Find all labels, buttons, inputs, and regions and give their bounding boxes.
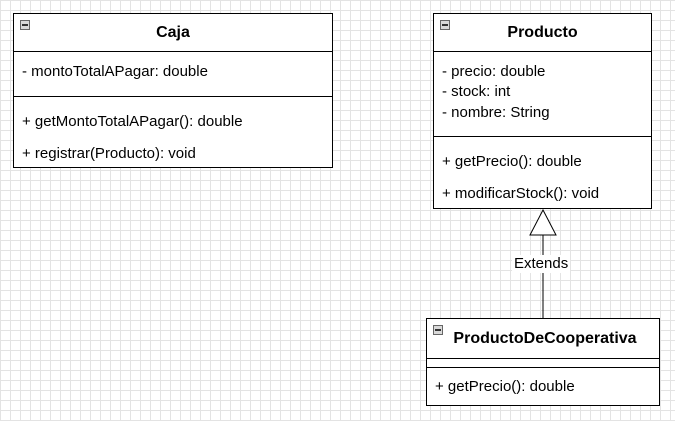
class-producto-methods: + getPrecio(): double + modificarStock()… bbox=[434, 136, 651, 208]
attribute-stock[interactable]: - stock: int bbox=[442, 83, 511, 100]
class-producto-name: Producto bbox=[507, 23, 578, 41]
collapse-icon[interactable] bbox=[440, 20, 450, 30]
class-producto[interactable]: Producto - precio: double - stock: int -… bbox=[433, 13, 652, 209]
class-producto-de-cooperativa-header[interactable]: ProductoDeCooperativa bbox=[427, 319, 659, 359]
class-caja-methods: + getMontoTotalAPagar(): double + regist… bbox=[14, 96, 332, 166]
class-producto-de-cooperativa-attributes bbox=[427, 359, 659, 367]
method-modificar-stock[interactable]: + modificarStock(): void bbox=[442, 185, 600, 202]
class-producto-attributes: - precio: double - stock: int - nombre: … bbox=[434, 52, 651, 136]
class-caja[interactable]: Caja - montoTotalAPagar: double + getMon… bbox=[13, 13, 333, 168]
method-get-monto-total-a-pagar[interactable]: + getMontoTotalAPagar(): double bbox=[22, 113, 243, 130]
class-producto-header[interactable]: Producto bbox=[434, 14, 651, 52]
class-producto-de-cooperativa-name: ProductoDeCooperativa bbox=[453, 329, 637, 347]
method-registrar[interactable]: + registrar(Producto): void bbox=[22, 145, 196, 162]
class-caja-attributes: - montoTotalAPagar: double bbox=[14, 52, 332, 96]
attribute-nombre[interactable]: - nombre: String bbox=[442, 104, 550, 121]
collapse-icon[interactable] bbox=[20, 20, 30, 30]
generalization-arrowhead bbox=[529, 208, 557, 236]
collapse-icon[interactable] bbox=[433, 325, 443, 335]
class-producto-de-cooperativa[interactable]: ProductoDeCooperativa + getPrecio(): dou… bbox=[426, 318, 660, 406]
method-get-precio[interactable]: + getPrecio(): double bbox=[442, 153, 582, 170]
class-caja-header[interactable]: Caja bbox=[14, 14, 332, 52]
method-get-precio[interactable]: + getPrecio(): double bbox=[435, 378, 575, 395]
class-caja-name: Caja bbox=[156, 23, 190, 41]
attribute-monto-total-a-pagar[interactable]: - montoTotalAPagar: double bbox=[22, 63, 208, 80]
class-producto-de-cooperativa-methods: + getPrecio(): double bbox=[427, 367, 659, 405]
extends-label[interactable]: Extends bbox=[512, 255, 571, 273]
attribute-precio[interactable]: - precio: double bbox=[442, 63, 546, 80]
